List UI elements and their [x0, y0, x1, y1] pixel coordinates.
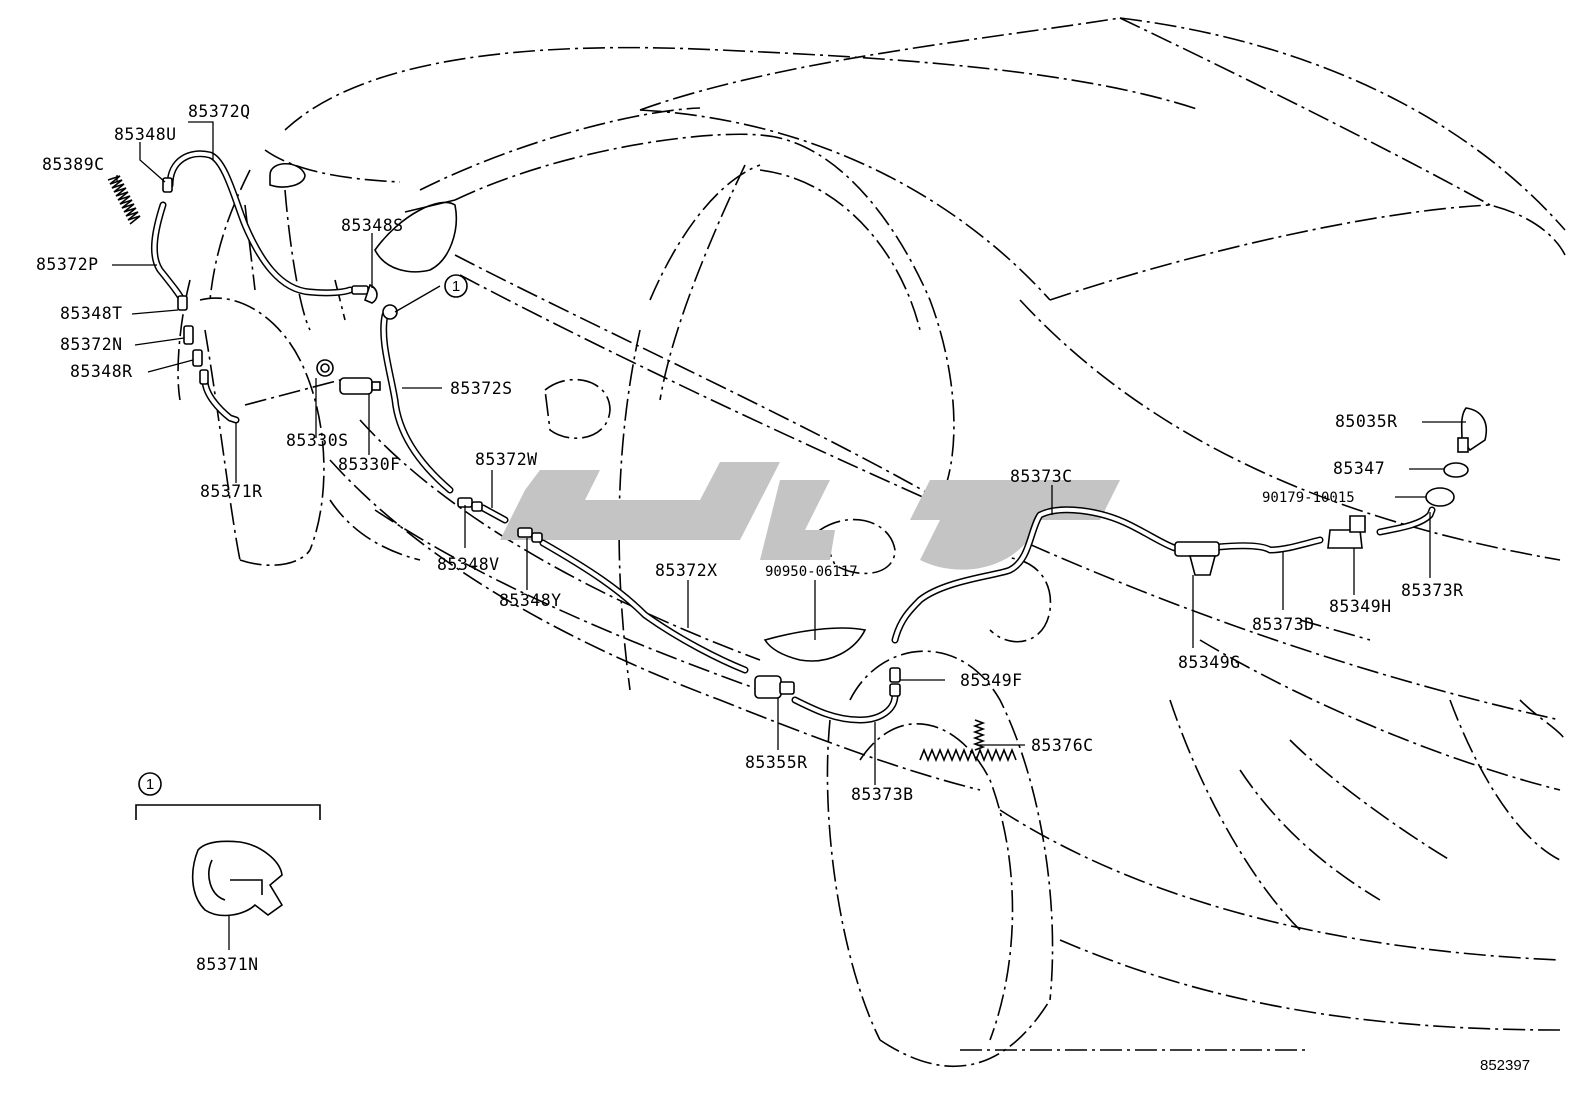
fittings: [162, 177, 1487, 699]
label-85372N: 85372N: [60, 335, 123, 354]
spring-85389C: [107, 175, 141, 225]
valve-85355R: [754, 675, 782, 699]
watermark: [500, 462, 1120, 570]
clip-85371N: [191, 840, 284, 917]
label-85347: 85347: [1333, 459, 1385, 478]
springs: [107, 175, 1017, 763]
label-85330S: 85330S: [286, 431, 349, 450]
label-85372W: 85372W: [475, 450, 538, 469]
label-85372X: 85372X: [655, 561, 718, 580]
detail-circle-1: [138, 772, 162, 796]
label-85373C: 85373C: [1010, 467, 1073, 486]
label-85389C: 85389C: [42, 155, 105, 174]
drawing-number: 852397: [1480, 1057, 1530, 1074]
label-85348V: 85348V: [437, 555, 500, 574]
connector-85348U: [162, 177, 173, 193]
label-85372S: 85372S: [450, 379, 513, 398]
part-labels: 85372Q 85348U 85389C 85372P 85348T 85372…: [36, 102, 1464, 974]
label-85372Q: 85372Q: [188, 102, 251, 121]
label-85330F: 85330F: [338, 455, 401, 474]
label-85348T: 85348T: [60, 304, 123, 323]
leader-lines: [112, 121, 1466, 950]
detail-bracket: [135, 804, 321, 820]
label-85349F: 85349F: [960, 671, 1023, 690]
callout-circle-1: [444, 274, 468, 298]
label-85373B: 85373B: [851, 785, 914, 804]
label-85371R: 85371R: [200, 482, 263, 501]
label-90179-10015: 90179-10015: [1262, 490, 1355, 506]
connector-85348S: [351, 285, 369, 295]
connector-85348R: [192, 349, 203, 367]
hose-85372N: [183, 325, 194, 345]
connector-85348T: [177, 295, 188, 311]
clamp-90950: [763, 627, 867, 662]
washer-hoses: [151, 150, 1436, 724]
detail-number-1: 1: [146, 776, 154, 793]
label-85348S: 85348S: [341, 216, 404, 235]
label-85035R: 85035R: [1335, 412, 1398, 431]
grommet-90179: [1425, 487, 1455, 507]
label-85371N: 85371N: [196, 955, 259, 974]
label-85373D: 85373D: [1252, 615, 1315, 634]
label-85348Y: 85348Y: [499, 591, 562, 610]
car-body-outline: [177, 17, 1566, 1067]
label-85348U: 85348U: [114, 125, 177, 144]
callout-number-1: 1: [452, 278, 460, 295]
pump-85330F: [339, 377, 373, 395]
label-85372P: 85372P: [36, 255, 99, 274]
label-85348R: 85348R: [70, 362, 133, 381]
connector-85349F: [889, 667, 901, 683]
hose-end-85371R: [199, 369, 209, 385]
label-85376C: 85376C: [1031, 736, 1094, 755]
label-85349G: 85349G: [1178, 653, 1241, 672]
detail-callout: 1 1: [135, 274, 468, 917]
label-90950-06117: 90950-06117: [765, 564, 858, 580]
connector-85348Y: [517, 527, 533, 538]
label-85355R: 85355R: [745, 753, 808, 772]
clip-85372S: [382, 304, 398, 320]
label-85373R: 85373R: [1401, 581, 1464, 600]
spring-85376C: [919, 747, 1017, 763]
tee-85349G: [1174, 541, 1220, 557]
label-85349H: 85349H: [1329, 597, 1392, 616]
packing-85347: [1443, 462, 1469, 478]
